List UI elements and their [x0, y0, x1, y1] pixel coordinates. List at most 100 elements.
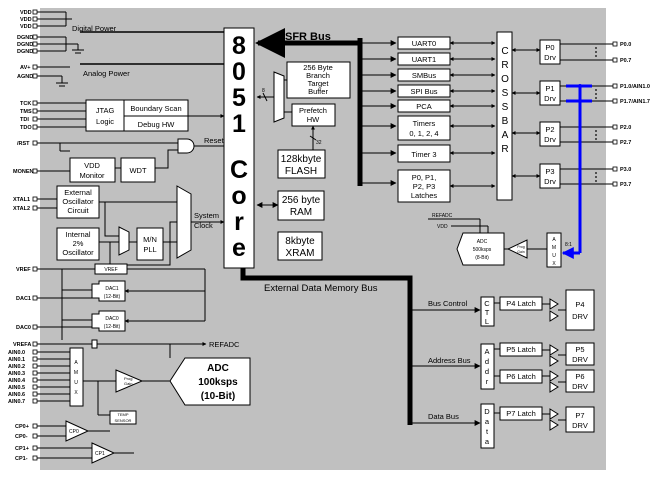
p6-drv-block: [565, 369, 595, 393]
vdd-monitor-block: [69, 157, 116, 183]
crossbar-letter-6: B: [502, 116, 509, 127]
ram-block: [277, 190, 325, 221]
uart0-label: UART0: [412, 39, 436, 48]
amux-10bit-block: [69, 347, 84, 407]
dac0-block: [91, 310, 126, 332]
dac1-label-1: DAC1: [105, 286, 119, 292]
xram-block: [277, 231, 323, 261]
pin-ain0-0: AIN0.0: [8, 350, 25, 356]
debug-hw-label: Debug HW: [138, 120, 176, 129]
pin-tdo: TDO: [20, 125, 32, 131]
core-letter-c: C: [230, 156, 248, 184]
internal-oscillator-block: [56, 227, 100, 261]
int-osc-label-1: Internal: [65, 230, 90, 239]
pin-p0-0: P0.0: [620, 42, 631, 48]
pin-dac1: DAC1: [16, 296, 31, 302]
amux8-letter-3: U: [552, 253, 556, 259]
p7-latch-label: P7 Latch: [506, 409, 536, 418]
p3-driver-block: [539, 163, 561, 189]
adc10-label-2: 100ksps: [198, 377, 238, 388]
flash-label-2: FLASH: [285, 166, 317, 177]
branch-label-2: Branch: [306, 71, 330, 80]
spi-bus-label: SPI Bus: [410, 87, 437, 96]
adc8-label-1: ADC: [477, 239, 488, 245]
wdt-label: WDT: [129, 166, 146, 175]
pin-tdi: TDI: [20, 117, 29, 123]
adc10-label-1: ADC: [207, 363, 229, 374]
address-bus-label: Address Bus: [428, 356, 471, 365]
bus-width-8: 8: [262, 88, 265, 94]
pin-cp1-plus: CP1+: [15, 446, 29, 452]
external-oscillator-block: [56, 185, 100, 219]
xram-label-1: 8kbyte: [285, 236, 315, 247]
dac0-label-1: DAC0: [105, 316, 119, 322]
ram-label-2: RAM: [290, 207, 312, 218]
pin-tms: TMS: [20, 109, 32, 115]
latch-wires: [494, 302, 500, 414]
core-digit-1: 8: [232, 32, 246, 60]
digital-power-label: Digital Power: [72, 24, 117, 33]
smbus-label: SMBus: [412, 71, 436, 80]
debug-hw-block: [123, 115, 189, 132]
pin-ain0-6: AIN0.6: [8, 392, 25, 398]
crossbar-letter-3: O: [501, 74, 509, 85]
pin-p1-7: P1.7/AIN1.7: [620, 99, 650, 105]
adc10-label-3: (10-Bit): [201, 391, 235, 402]
vref-label: VREF: [104, 267, 117, 273]
pin-cp1-minus: CP1-: [15, 456, 28, 462]
bus-width-32: 32: [316, 140, 322, 146]
timer3-label: Timer 3: [411, 150, 436, 159]
latches-label-2: P2, P3: [413, 182, 436, 191]
reset-label: Reset: [204, 136, 225, 145]
ext-osc-label-2: Oscillator: [62, 197, 94, 206]
amux-8bit-block: [546, 232, 562, 268]
p4-drv-block: [565, 289, 595, 331]
addr-letter-2: d: [485, 357, 489, 366]
pin-xtal1: XTAL1: [13, 197, 30, 203]
addr-letter-3: d: [485, 367, 489, 376]
p1-drv-label-2: Drv: [544, 94, 556, 103]
pin-monen: MONEN: [13, 169, 34, 175]
addr-block: [480, 343, 495, 390]
left-pin-markers: [32, 9, 38, 461]
pll-label-1: M/N: [143, 235, 157, 244]
prog-gain-amp-10bit: [115, 369, 144, 393]
pin-dgnd-1: DGND: [17, 35, 33, 41]
branch-target-buffer-block: [286, 61, 351, 99]
jtag-logic-label: Logic: [96, 117, 114, 126]
ctl-block: [480, 296, 495, 327]
cp0-comparator: [65, 420, 90, 442]
flash-block: [277, 149, 326, 179]
temp-label: TEMP: [117, 412, 128, 417]
vdd-monitor-label-1: VDD: [84, 161, 100, 170]
pca-label: PCA: [416, 102, 431, 111]
cp1-label: CP1: [95, 451, 105, 457]
p5-latch-label: P5 Latch: [506, 345, 536, 354]
system-clock-label-1: System: [194, 211, 219, 220]
pin-xtal2: XTAL2: [13, 206, 30, 212]
p6-drv-label-1: P6: [575, 372, 584, 381]
mux-8-to-1-label: 8:1: [565, 242, 572, 248]
p0-drv-label-2: Drv: [544, 53, 556, 62]
right-pin-markers: [612, 41, 618, 187]
pin-vdd-1: VDD: [20, 10, 32, 16]
p2-drv-label-1: P2: [545, 125, 554, 134]
crossbar-letter-7: A: [502, 130, 509, 141]
core-letter-r: r: [234, 208, 244, 236]
cp0-label: CP0: [69, 429, 79, 435]
pin-vdd-2: VDD: [20, 17, 32, 23]
pin-av-plus: AV+: [20, 65, 30, 71]
pin-ain0-2: AIN0.2: [8, 364, 25, 370]
p7-drv-block: [565, 406, 595, 433]
analog-power-label: Analog Power: [83, 69, 130, 78]
core-letter-o: o: [231, 182, 246, 210]
pll-label-2: PLL: [143, 245, 156, 254]
p4-latch-label: P4 Latch: [506, 299, 536, 308]
core-digit-3: 5: [232, 84, 246, 112]
pin-p3-7: P3.7: [620, 182, 631, 188]
jtag-logic-block: [85, 99, 125, 132]
data-letter-3: t: [486, 427, 489, 436]
amux10-letter-4: X: [74, 390, 78, 396]
uart1-label: UART1: [412, 55, 436, 64]
